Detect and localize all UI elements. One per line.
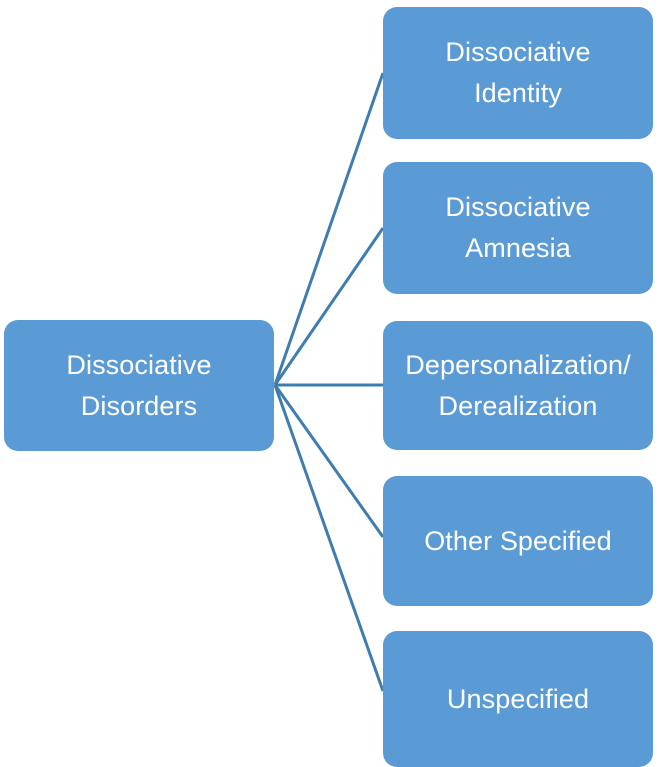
node-label-unspecified: Unspecified bbox=[446, 683, 590, 714]
node-depersonalization-derealization[interactable]: Depersonalization/ Derealization bbox=[383, 321, 653, 450]
node-label-other-specified: Other Specified bbox=[424, 525, 612, 556]
node-label-dissociative-amnesia: Dissociative Amnesia bbox=[445, 192, 591, 263]
node-dissociative-identity[interactable]: Dissociative Identity bbox=[383, 7, 653, 139]
node-label-dissociative-identity: Dissociative Identity bbox=[445, 37, 591, 108]
node-dissociative-amnesia[interactable]: Dissociative Amnesia bbox=[383, 162, 653, 294]
node-other-specified[interactable]: Other Specified bbox=[383, 476, 653, 606]
node-dissociative-disorders[interactable]: Dissociative Disorders bbox=[4, 320, 274, 451]
connector-to-other-specified bbox=[273, 384, 385, 538]
connector-to-dissociative-identity bbox=[273, 72, 385, 386]
connector-to-unspecified bbox=[273, 384, 385, 692]
node-unspecified[interactable]: Unspecified bbox=[383, 631, 653, 767]
connector-to-dissociative-amnesia bbox=[273, 227, 385, 386]
node-label-root: Dissociative Disorders bbox=[66, 349, 212, 421]
node-label-depersonalization-derealization: Depersonalization/ Derealization bbox=[405, 349, 631, 421]
